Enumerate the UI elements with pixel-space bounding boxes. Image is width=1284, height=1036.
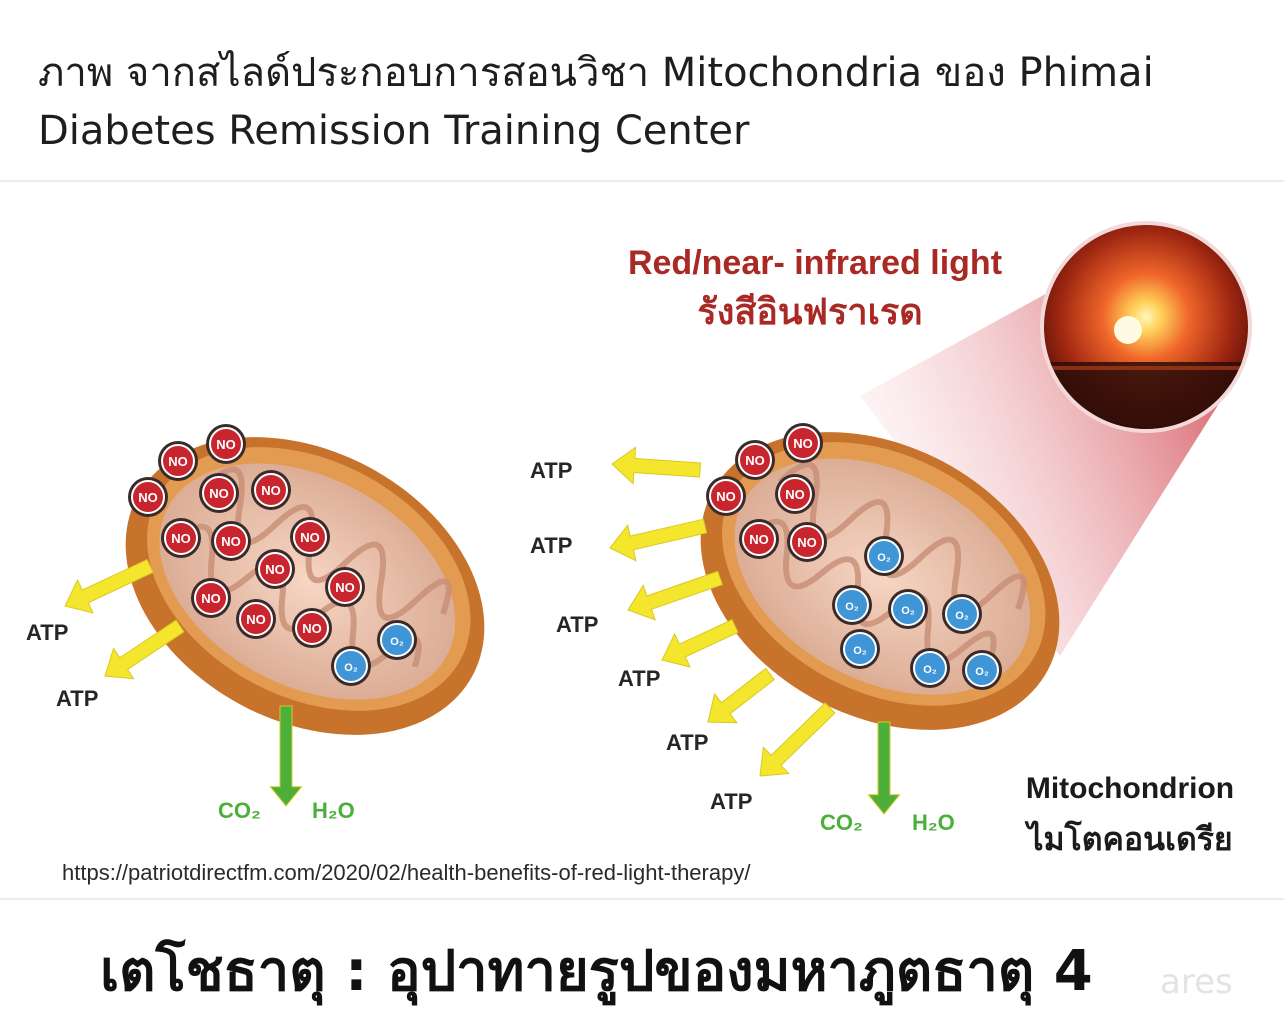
atp-arrow (611, 446, 702, 485)
no-label: NO (171, 531, 191, 546)
atp-label: ATP (26, 620, 68, 645)
ghost-text: ares (1160, 962, 1233, 1002)
o2-label: O₂ (955, 610, 969, 622)
no-molecule: NO (783, 423, 823, 463)
no-molecule: NO (199, 473, 239, 513)
bottom-title: เตโชธาตุ : อุปาทายรูปของมหาภูตธาตุ 4 (100, 939, 1093, 1004)
atp-arrow (759, 702, 836, 777)
atp-label: ATP (710, 789, 752, 814)
output-arrow (269, 705, 303, 807)
o2-label: O₂ (390, 636, 404, 648)
o2-label: O₂ (975, 666, 989, 678)
no-molecule: NO (325, 567, 365, 607)
h2o-label: H₂O (312, 798, 355, 823)
o2-molecule: O₂ (832, 585, 872, 625)
output-arrow (867, 721, 901, 815)
no-label: NO (749, 532, 769, 547)
atp-label: ATP (618, 666, 660, 691)
o2-molecule: O₂ (910, 648, 950, 688)
no-molecule: NO (191, 578, 231, 618)
no-label: NO (785, 487, 805, 502)
mito-label-th: ไมโตคอนเดรีย (1024, 820, 1232, 858)
source-url: https://patriotdirectfm.com/2020/02/heal… (62, 860, 751, 885)
atp-arrow (104, 619, 185, 680)
mitochondria-diagram: Red/near- infrared light รังสีอินฟราเรด … (26, 221, 1252, 885)
o2-label: O₂ (845, 601, 859, 613)
atp-label: ATP (530, 458, 572, 483)
atp-label: ATP (666, 730, 708, 755)
no-label: NO (265, 562, 285, 577)
no-molecule: NO (787, 522, 827, 562)
no-label: NO (335, 580, 355, 595)
no-label: NO (302, 621, 322, 636)
no-molecule: NO (290, 517, 330, 557)
no-label: NO (261, 483, 281, 498)
o2-molecule: O₂ (377, 620, 417, 660)
mito-label-en: Mitochondrion (1026, 772, 1234, 805)
atp-label: ATP (556, 612, 598, 637)
post-caption: ภาพ จากสไลด์ประกอบการสอนวิชา Mitochondri… (38, 50, 1154, 154)
atp-arrow (707, 667, 775, 724)
no-molecule: NO (161, 518, 201, 558)
no-molecule: NO (158, 441, 198, 481)
atp-arrow (661, 618, 739, 668)
atp-arrow (627, 570, 723, 621)
o2-molecule: O₂ (331, 646, 371, 686)
o2-label: O₂ (923, 664, 937, 676)
divider-bottom (0, 898, 1284, 900)
o2-molecule: O₂ (840, 629, 880, 669)
no-molecule: NO (255, 549, 295, 589)
no-molecule: NO (292, 608, 332, 648)
o2-molecule: O₂ (962, 650, 1002, 690)
no-molecule: NO (128, 477, 168, 517)
no-label: NO (300, 530, 320, 545)
o2-label: O₂ (901, 605, 915, 617)
no-molecule: NO (251, 470, 291, 510)
o2-molecule: O₂ (888, 589, 928, 629)
atp-label: ATP (530, 533, 572, 558)
co2-label: CO₂ (820, 810, 863, 835)
no-molecule: NO (706, 476, 746, 516)
o2-label: O₂ (344, 662, 358, 674)
molecules-layer: NO NO NO NO NO NO NO NO NO NO NO NO NO O₂ O₂ NO NO NO NO NO… (128, 423, 1002, 690)
o2-label: O₂ (877, 552, 891, 564)
divider-top (0, 180, 1284, 182)
bottom-title-bar: ares เตโชธาตุ : อุปาทายรูปของมหาภูตธาตุ … (0, 918, 1284, 1028)
o2-molecule: O₂ (942, 594, 982, 634)
atp-arrow (609, 518, 708, 562)
mitochondrion-left (125, 437, 485, 735)
co2-label: CO₂ (218, 798, 261, 823)
no-label: NO (201, 591, 221, 606)
no-label: NO (797, 535, 817, 550)
no-label: NO (745, 453, 765, 468)
no-molecule: NO (211, 521, 251, 561)
atp-label: ATP (56, 686, 98, 711)
no-label: NO (138, 490, 158, 505)
light-label-th: รังสีอินฟราเรด (697, 292, 922, 333)
no-label: NO (216, 437, 236, 452)
no-label: NO (168, 454, 188, 469)
no-label: NO (716, 489, 736, 504)
no-molecule: NO (739, 519, 779, 559)
no-label: NO (246, 612, 266, 627)
no-molecule: NO (775, 474, 815, 514)
o2-label: O₂ (853, 645, 867, 657)
atp-arrow (64, 559, 154, 614)
no-molecule: NO (735, 440, 775, 480)
arrows-layer: ATP ATP ATP ATP ATP ATP ATP ATP CO₂ H₂O CO₂ H₂O (26, 446, 955, 835)
no-molecule: NO (206, 424, 246, 464)
h2o-label: H₂O (912, 810, 955, 835)
no-label: NO (221, 534, 241, 549)
o2-molecule: O₂ (864, 536, 904, 576)
light-label-en: Red/near- infrared light (628, 244, 1002, 282)
no-label: NO (209, 486, 229, 501)
no-label: NO (793, 436, 813, 451)
no-molecule: NO (236, 599, 276, 639)
